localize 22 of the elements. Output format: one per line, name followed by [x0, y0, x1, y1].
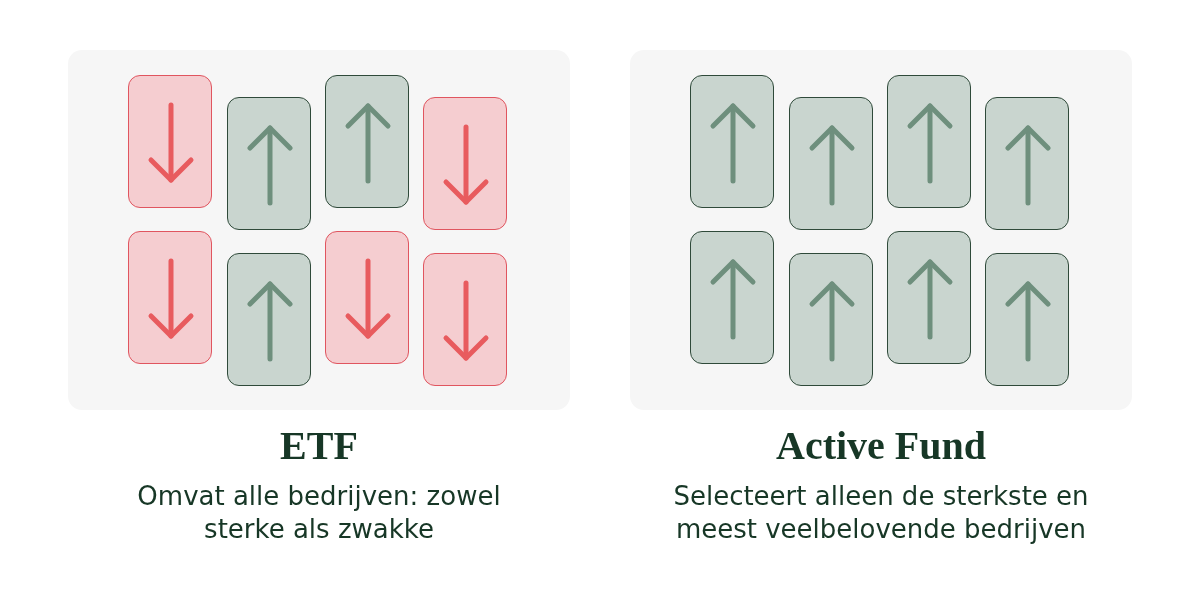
down-card [423, 97, 507, 230]
panel-description: Selecteert alleen de sterkste en meest veelbelovende bedrijven [672, 480, 1090, 546]
down-card [128, 75, 212, 208]
panel-heading: ETF [279, 422, 359, 469]
down-card [423, 253, 507, 386]
panel [630, 50, 1132, 410]
up-card [227, 253, 311, 386]
up-card [887, 231, 971, 364]
up-card [985, 97, 1069, 230]
up-card [887, 75, 971, 208]
up-card [789, 253, 873, 386]
up-card [325, 75, 409, 208]
up-card [227, 97, 311, 230]
panel [68, 50, 570, 410]
down-card [325, 231, 409, 364]
up-card [789, 97, 873, 230]
up-card [690, 75, 774, 208]
panel-heading: Active Fund [775, 422, 987, 469]
panel-description: Omvat alle bedrijven: zowel sterke als zwakke [136, 480, 502, 546]
up-card [690, 231, 774, 364]
down-card [128, 231, 212, 364]
up-card [985, 253, 1069, 386]
